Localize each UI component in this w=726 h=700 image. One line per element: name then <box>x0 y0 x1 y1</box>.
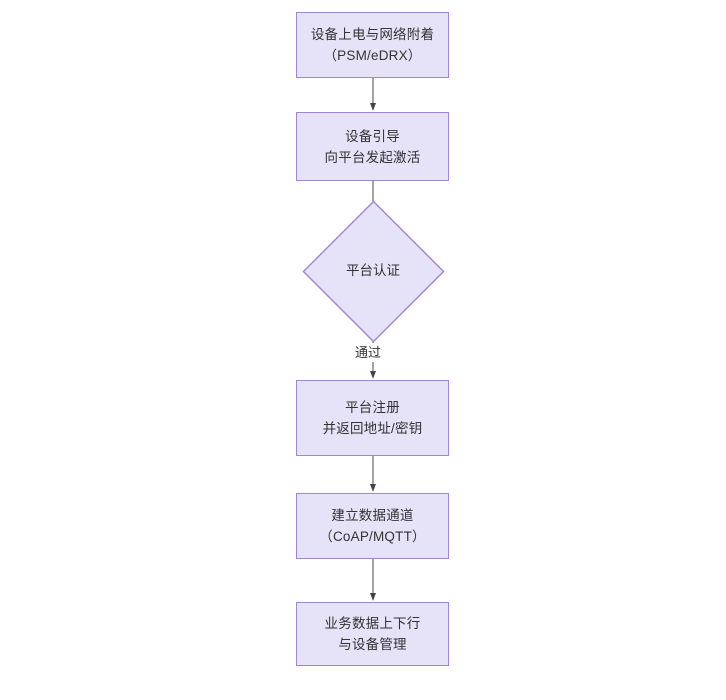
node-label-line: 平台注册 <box>345 400 400 415</box>
node-label-line: 业务数据上下行 <box>324 616 421 631</box>
node-device-power-on[interactable]: 设备上电与网络附着 （PSM/eDRX） <box>296 12 449 78</box>
node-label-line: （CoAP/MQTT） <box>319 529 426 544</box>
node-platform-authentication-decision[interactable]: 平台认证 <box>301 199 445 343</box>
node-establish-data-channel[interactable]: 建立数据通道 （CoAP/MQTT） <box>296 493 449 559</box>
node-label-line: （PSM/eDRX） <box>323 48 422 63</box>
node-label-line: 向平台发起激活 <box>324 149 421 165</box>
node-label-line: 设备引导 <box>345 128 400 144</box>
node-label-line: 与设备管理 <box>338 637 407 652</box>
node-platform-registration[interactable]: 平台注册 并返回地址/密钥 <box>296 380 449 456</box>
node-business-data-and-device-management[interactable]: 业务数据上下行 与设备管理 <box>296 602 449 666</box>
node-label-line: 并返回地址/密钥 <box>322 421 423 436</box>
node-label-line: 设备上电与网络附着 <box>310 27 435 42</box>
node-label-line: 平台认证 <box>346 263 400 278</box>
node-device-bootstrap[interactable]: 设备引导 向平台发起激活 <box>296 112 449 181</box>
edge-label-pass: 通过 <box>353 343 384 362</box>
node-label-line: 建立数据通道 <box>331 508 414 523</box>
